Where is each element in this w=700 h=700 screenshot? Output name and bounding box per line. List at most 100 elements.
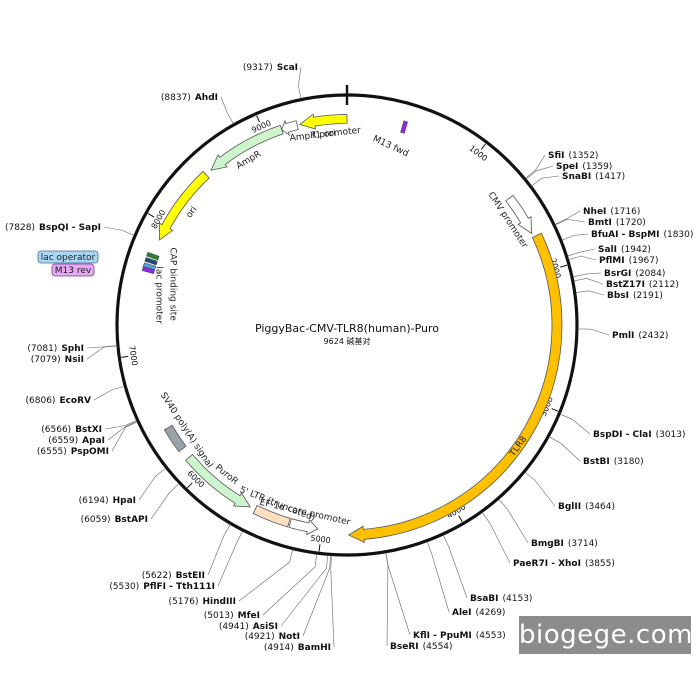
- site-nsii: NsiI(7079): [31, 355, 84, 365]
- site-name: BfuAI - BspMI: [591, 230, 659, 240]
- site-ahdi: AhdI(8837): [161, 93, 218, 103]
- site-name: BsrGI: [604, 269, 631, 279]
- site-name: SalI: [598, 245, 617, 255]
- site-noti: NotI(4921): [245, 632, 300, 642]
- lac-operator-badge: [37, 250, 99, 264]
- site-position: (7828): [5, 223, 35, 233]
- site-leader-line: [531, 175, 560, 187]
- site-leader-line: [572, 272, 602, 278]
- feature-sv40-poly-a-signal: [163, 424, 187, 453]
- site-leader-line: [138, 467, 166, 501]
- site-leader-line: [330, 555, 335, 648]
- site-name: BstXI: [75, 425, 102, 435]
- site-name: BsaBI: [470, 594, 499, 604]
- tick-mark: [256, 115, 260, 123]
- site-bsrgi: BsrGI (2084): [604, 269, 665, 279]
- feature-tlr8: [347, 232, 563, 543]
- site-leader-line: [561, 233, 589, 241]
- site-leader-line: [575, 290, 605, 296]
- site-leader-line: [107, 421, 138, 441]
- feature-label-f1-ori: f1 ori: [312, 129, 336, 142]
- small-feature-m13-rev: [141, 266, 155, 275]
- site-pflfi-tth111i: PflFI - Tth111I(5530): [109, 582, 215, 592]
- site-leader-line: [481, 512, 511, 564]
- site-bstxi: BstXI(6566): [41, 425, 102, 435]
- site-leader-line: [525, 165, 554, 180]
- site-position: (5013): [204, 611, 234, 621]
- site-position: (6194): [79, 496, 109, 506]
- site-leader-line: [555, 219, 586, 226]
- site-name: AhdI: [195, 93, 218, 103]
- site-name: ScaI: [277, 63, 298, 73]
- site-kfli-ppumi: KflI - PpuMI (4553): [413, 631, 506, 641]
- site-sali: SalI (1942): [598, 245, 651, 255]
- small-feature-m13-fwd: [400, 120, 408, 134]
- feature-label-ori: ori: [185, 205, 200, 220]
- site-name: BstBI: [583, 457, 610, 467]
- site-pspomi: PspOMI(6555): [37, 447, 109, 457]
- m13-rev-badge: [51, 263, 95, 277]
- tick-mark: [187, 482, 193, 489]
- site-position: (1352): [569, 151, 599, 161]
- site-leader-line: [525, 154, 546, 179]
- site-leader-line: [111, 421, 138, 452]
- site-name: BspQI - SapI: [39, 223, 101, 233]
- site-position: (9317): [243, 63, 273, 73]
- site-leader-line: [298, 66, 302, 99]
- site-bmgbi: BmgBI(3714): [531, 539, 598, 549]
- site-leader-line: [498, 498, 529, 544]
- site-position: (3013): [656, 430, 686, 440]
- site-position: (7079): [31, 355, 61, 365]
- site-sfii: SfiI(1352): [548, 151, 598, 161]
- site-position: (3464): [585, 502, 615, 512]
- tick-mark: [480, 143, 486, 150]
- site-position: (4553): [476, 631, 506, 641]
- site-bstbi: BstBI (3180): [583, 457, 644, 467]
- site-position: (3855): [585, 559, 615, 569]
- tick-mark: [147, 213, 155, 218]
- site-position: (4554): [423, 642, 453, 652]
- site-position: (5176): [169, 597, 199, 607]
- site-name: MfeI: [238, 611, 260, 621]
- site-leader-line: [220, 96, 234, 124]
- site-leader-line: [86, 345, 117, 349]
- site-hpai: HpaI (6194): [79, 496, 136, 506]
- site-bstz17i: BstZ17I(2112): [606, 280, 679, 290]
- site-bbsi: BbsI(2191): [607, 291, 663, 301]
- site-name: KflI - PpuMI: [413, 631, 472, 641]
- site-position: (1359): [582, 162, 612, 172]
- site-name: BstAPI: [115, 515, 148, 525]
- site-nhei: NheI(1716): [583, 207, 640, 217]
- site-name: HpaI: [113, 496, 136, 506]
- site-position: (1942): [621, 245, 651, 255]
- site-leader-line: [238, 549, 293, 602]
- site-name: AleI: [452, 608, 472, 618]
- lac-operator-badge-label: lac operator: [41, 253, 96, 263]
- small-feature-label-m13-fwd: M13 fwd: [371, 134, 410, 159]
- site-name: HindIII: [202, 597, 236, 607]
- site-position: (2191): [633, 291, 663, 301]
- site-asisi: AsiSI(4941): [219, 622, 278, 632]
- site-name: BseRI: [390, 642, 419, 652]
- site-name: SpeI: [556, 162, 578, 172]
- small-feature-label-lac-promoter: lac promoter: [154, 266, 164, 324]
- feature-label-ampr-promoter: AmpR promoter: [289, 126, 361, 144]
- site-name: PflFI - Tth111I: [143, 582, 215, 592]
- site-position: (2084): [635, 269, 665, 279]
- site-leader-line: [524, 471, 556, 507]
- site-bspqi-sapi: BspQI - SapI (7828): [5, 223, 101, 233]
- site-sphi: SphI(7081): [27, 344, 84, 354]
- site-leader-line: [559, 413, 591, 435]
- site-position: (1716): [610, 207, 640, 217]
- tick-label: 5000: [310, 534, 331, 545]
- tick-mark: [560, 264, 568, 268]
- site-position: (6806): [26, 396, 56, 406]
- site-name: EcoRV: [59, 396, 91, 406]
- site-position: (2112): [649, 280, 679, 290]
- site-position: (3180): [614, 457, 644, 467]
- site-position: (1417): [595, 172, 625, 182]
- feature-f1-ori: [298, 113, 348, 130]
- tick-label: 7000: [127, 345, 139, 366]
- site-bsteii: BstEII(5622): [142, 571, 205, 581]
